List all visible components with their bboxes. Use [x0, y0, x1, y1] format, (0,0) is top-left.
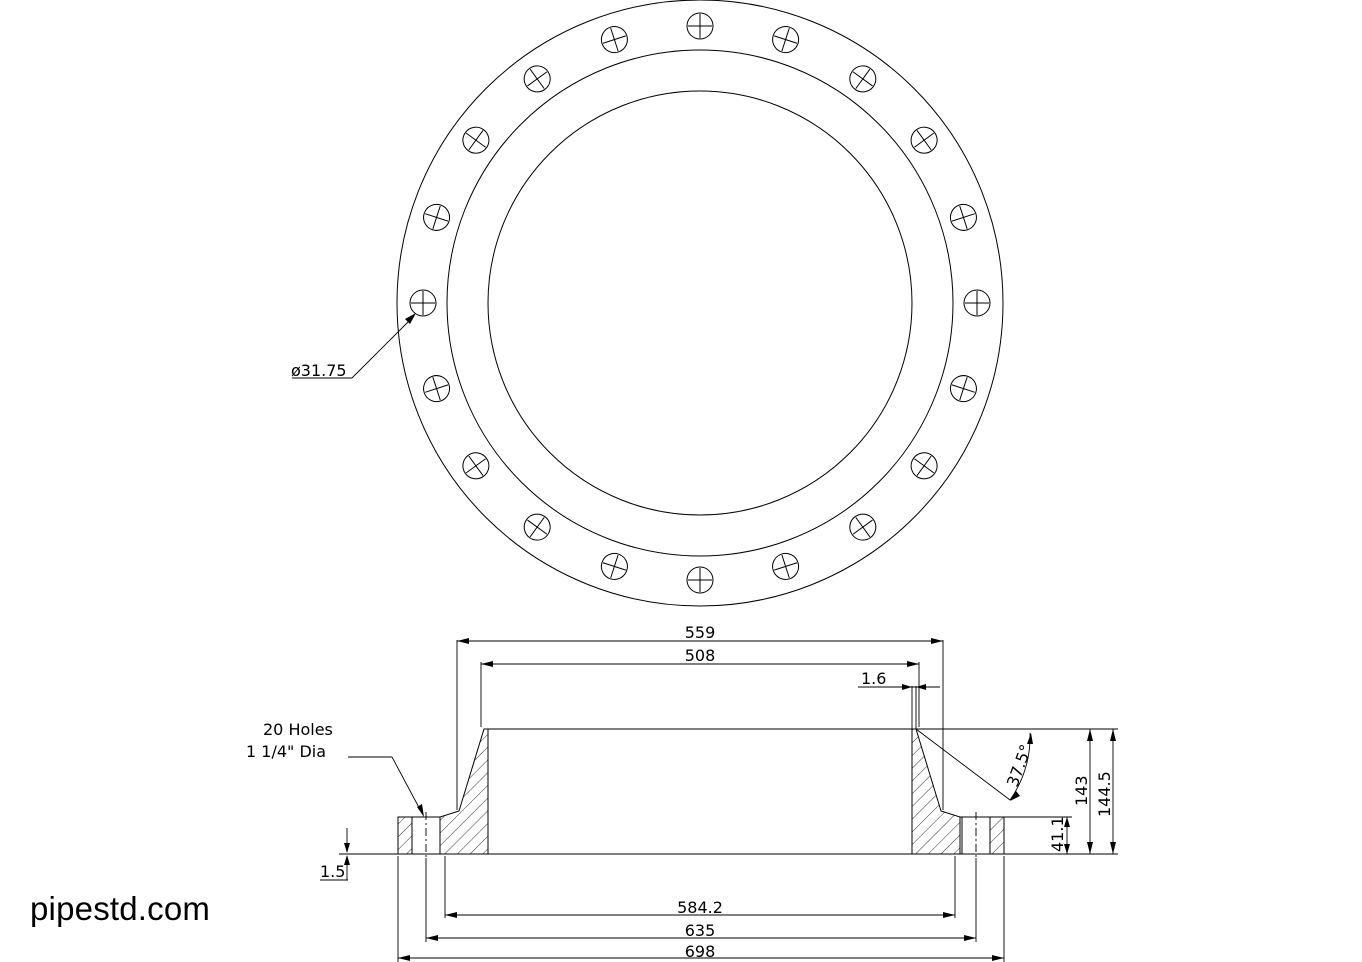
section-left-hub-hatch [439, 728, 489, 855]
dim-1-5: 1.5 [320, 828, 350, 881]
bolt-hole [686, 566, 714, 594]
hole-dia-callout: ø31.75 [291, 313, 416, 380]
holes-note-line1: 20 Holes [263, 720, 333, 739]
dim-584-2: 584.2 [444, 856, 956, 918]
bolt-hole [910, 452, 938, 480]
flange-outer-circle [396, 0, 1004, 607]
bolt-hole [423, 203, 451, 231]
dim-143: 143 [916, 728, 1118, 855]
dim-angle-label: 37.5° [1003, 742, 1036, 789]
bolt-hole [600, 26, 628, 54]
bore-circle [487, 90, 913, 516]
bolt-hole [523, 65, 551, 93]
bolt-hole [772, 26, 800, 54]
dim-143-label: 143 [1072, 775, 1091, 806]
bolt-hole [949, 203, 977, 231]
watermark-text: pipestd.com [30, 890, 211, 927]
section-right-flange-hatch [989, 816, 1005, 855]
bolt-hole [462, 126, 490, 154]
dim-698-label: 698 [685, 942, 716, 961]
bolt-hole [423, 375, 451, 403]
bolt-hole [849, 65, 877, 93]
dim-698: 698 [397, 856, 1005, 962]
dim-635-label: 635 [685, 921, 716, 940]
bolt-hole [949, 375, 977, 403]
dim-1-6: 1.6 [858, 669, 940, 729]
bolt-hole [409, 289, 437, 317]
dim-584-2-label: 584.2 [677, 898, 723, 917]
section-view: 559 508 1.6 37.5° [246, 623, 1118, 962]
dim-508-label: 508 [685, 646, 716, 665]
dim-41-1: 41.1 [960, 816, 1072, 854]
dim-144-5: 144.5 [1095, 728, 1118, 854]
bolt-hole [849, 513, 877, 541]
bolt-hole [963, 289, 991, 317]
holes-note-line2: 1 1/4" Dia [246, 742, 326, 761]
holes-note: 20 Holes 1 1/4" Dia [246, 720, 424, 817]
bolt-hole [600, 552, 628, 580]
bolt-hole [686, 12, 714, 40]
dim-559: 559 [456, 623, 944, 810]
hole-dia-label: ø31.75 [291, 361, 347, 380]
plan-view: ø31.75 [291, 0, 1004, 607]
dim-41-1-label: 41.1 [1048, 816, 1067, 852]
bolt-hole [523, 513, 551, 541]
bolt-hole [462, 452, 490, 480]
section-left-flange-hatch [397, 816, 413, 855]
bolt-hole [772, 552, 800, 580]
dim-559-label: 559 [685, 623, 716, 642]
dim-635: 635 [425, 858, 977, 942]
bolt-hole [910, 126, 938, 154]
dim-144-5-label: 144.5 [1095, 771, 1114, 817]
dim-508: 508 [480, 646, 920, 727]
dim-1-6-label: 1.6 [861, 669, 886, 688]
bolt-holes [409, 12, 991, 594]
section-right-hub-hatch [911, 728, 961, 855]
dim-1-5-label: 1.5 [320, 862, 345, 881]
raised-face-circle [446, 49, 954, 557]
